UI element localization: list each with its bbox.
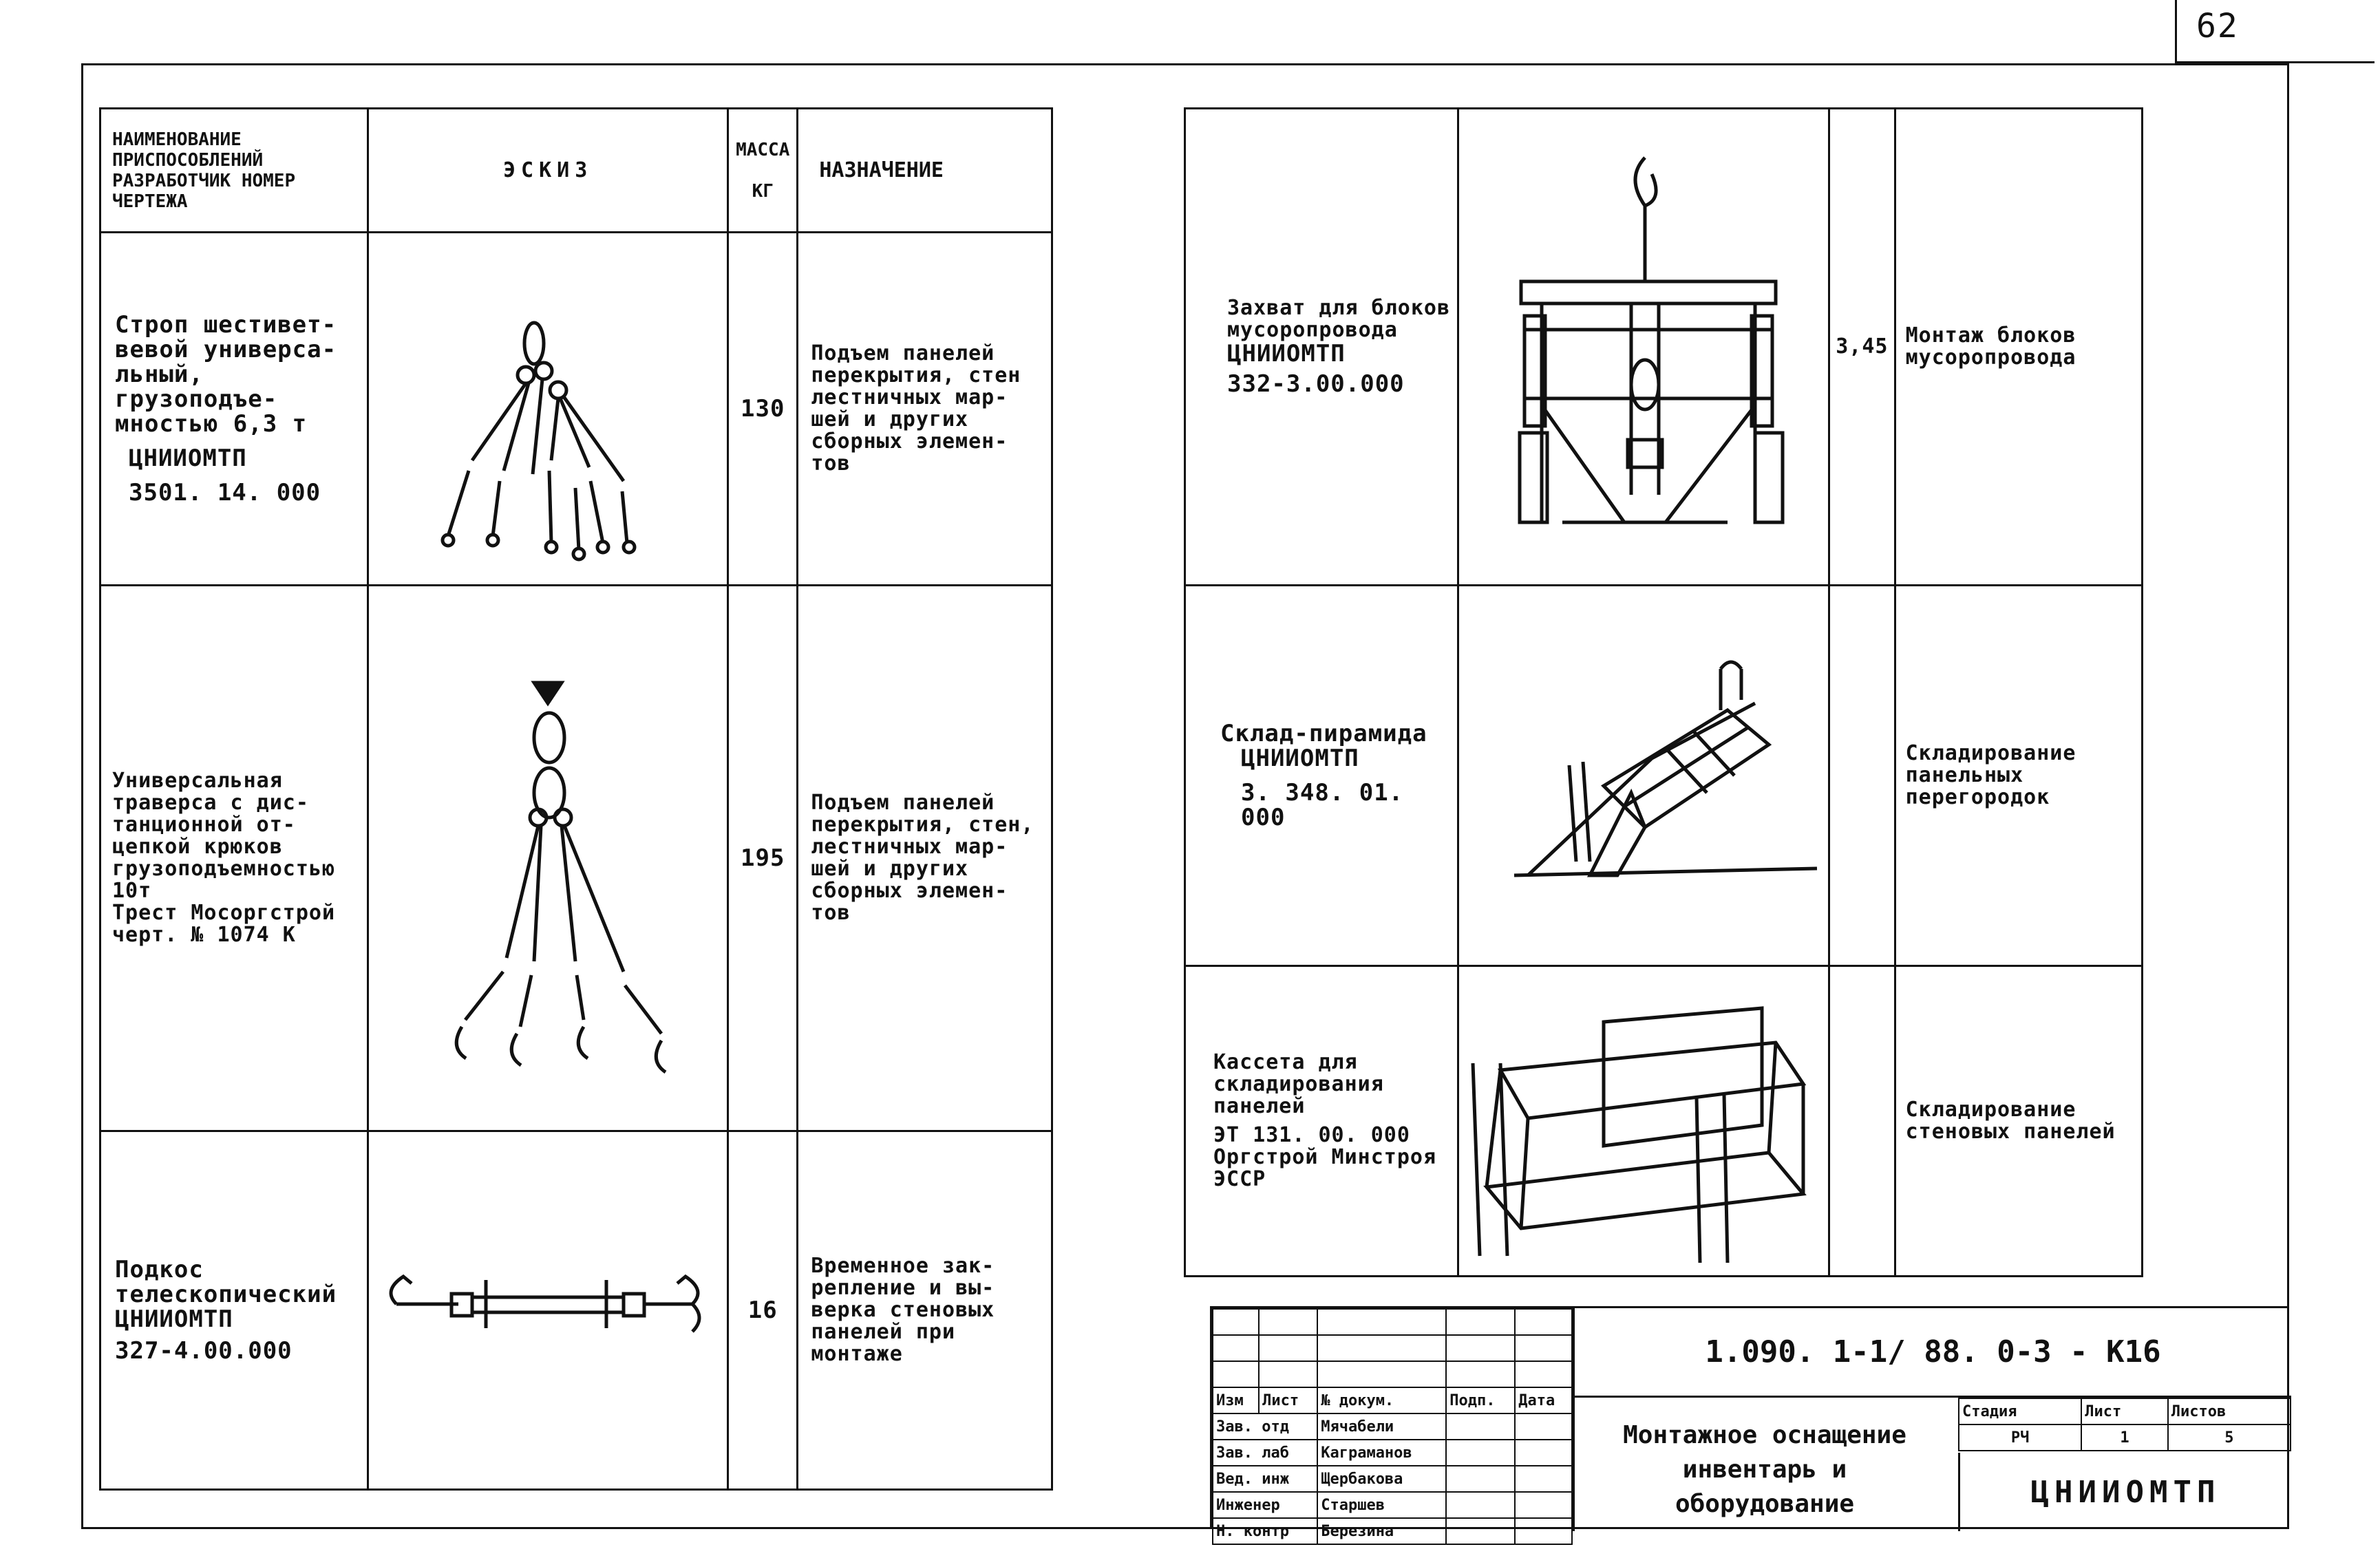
signer-row: Вед. инж Щербакова [1211, 1465, 1573, 1493]
item-org: ЦНИИОМТП [129, 445, 247, 472]
signature [1445, 1413, 1516, 1440]
item-code: 332-3.00.000 [1227, 370, 1405, 398]
item-name-cell: Строп шестивет-вевой универса-льный, гру… [98, 231, 370, 586]
page-number: 62 [2196, 7, 2239, 45]
table-row: Склад-пирамида ЦНИИОМТП 3. 348. 01. 000 [1183, 584, 2144, 967]
title-cell: Монтажное оснащение инвентарь и оборудов… [1573, 1398, 1958, 1531]
sketch-traverse [367, 584, 730, 1132]
purpose-cell: Складирование стеновых панелей [1893, 965, 2144, 1277]
doc-code-cell: 1.090. 1-1/ 88. 0-3 - К16 [1573, 1308, 2291, 1398]
table-row: Кассета для складирования панелей ЭТ 131… [1183, 965, 2144, 1277]
sketch-chute-grip [1457, 107, 1831, 586]
sheet-label: Лист [2081, 1398, 2169, 1425]
organization-cell: ЦНИИОМТП [1958, 1453, 2291, 1531]
table-row: Строп шестивет-вевой универса-льный, гру… [98, 231, 1053, 586]
stage-label: Стадия [1957, 1398, 2083, 1425]
sling-drawing [440, 321, 637, 562]
traverse-drawing [455, 681, 667, 1074]
cassette-drawing [1471, 1006, 1807, 1263]
header-sketch: ЭСКИЗ [367, 107, 730, 233]
mass-cell [1828, 584, 1896, 967]
mass-cell: 16 [727, 1130, 799, 1491]
item-name-cell: Склад-пирамида ЦНИИОМТП 3. 348. 01. 000 [1183, 584, 1460, 967]
signature-header-row: Изм Лист № докум. Подп. Дата [1211, 1387, 1573, 1414]
sketch-sling [367, 231, 730, 586]
doc-code: 1.090. 1-1/ 88. 0-3 - К16 [1705, 1334, 2161, 1369]
item-mass: 195 [741, 844, 785, 872]
sheets-value: 5 [2167, 1424, 2292, 1451]
signature [1445, 1491, 1516, 1519]
right-table: Захват для блоков мусоропровода ЦНИИОМТП… [1183, 107, 2144, 1277]
sketch-pyramid-rack [1457, 584, 1831, 967]
item-purpose: Временное зак-репление и вы-верка стенов… [811, 1254, 995, 1366]
sheet-value: 1 [2081, 1424, 2169, 1451]
item-name-cell: Захват для блоков мусоропровода ЦНИИОМТП… [1183, 107, 1460, 586]
item-name: Универсальная траверса с дис-танционной … [112, 769, 336, 903]
signature [1445, 1465, 1516, 1493]
page-number-box: 62 [2175, 0, 2374, 63]
mass-cell: 195 [727, 584, 799, 1132]
stage-grid: Стадия Лист Листов РЧ 1 5 [1957, 1398, 2292, 1451]
drawing-title: Монтажное оснащение инвентарь и оборудов… [1623, 1421, 1906, 1518]
mass-cell: 3,45 [1828, 107, 1896, 586]
brace-drawing [389, 1274, 701, 1333]
table-row: Подкос телескопический ЦНИИОМТП 327-4.00… [98, 1130, 1053, 1491]
purpose-cell: Подъем панелей перекрытия, стен лестничн… [796, 231, 1053, 586]
item-name: Захват для блоков мусоропровода [1227, 296, 1451, 342]
item-code: черт. № 1074 К [112, 923, 296, 947]
sheets-label: Листов [2167, 1398, 2292, 1425]
item-org: ЦНИИОМТП [1241, 745, 1359, 772]
item-org: ЦНИИОМТП [115, 1305, 233, 1333]
item-name-cell: Подкос телескопический ЦНИИОМТП 327-4.00… [98, 1130, 370, 1491]
title-block: Изм Лист № докум. Подп. Дата Зав. отд Мя… [1210, 1306, 2292, 1545]
item-purpose: Подъем панелей перекрытия, стен, лестнич… [811, 791, 1034, 925]
chute-grip-drawing [1518, 156, 1785, 524]
sketch-brace [367, 1130, 730, 1491]
item-name: Склад-пирамида [1220, 720, 1427, 747]
item-code: 3501. 14. 000 [129, 479, 321, 506]
mass-cell [1828, 965, 1896, 1277]
signer-row: Инженер Старшев [1211, 1491, 1573, 1519]
signature [1445, 1439, 1516, 1466]
item-org: Трест Мосоргстрой [112, 901, 336, 925]
signature-grid: Изм Лист № докум. Подп. Дата Зав. отд Мя… [1211, 1308, 1573, 1545]
table-row: Захват для блоков мусоропровода ЦНИИОМТП… [1183, 107, 2144, 586]
item-org: ЦНИИОМТП [1227, 340, 1346, 367]
item-mass: 3,45 [1836, 334, 1889, 359]
header-name: НАИМЕНОВАНИЕ ПРИСПОСОБЛЕНИЙ РАЗРАБОТЧИК … [98, 107, 370, 233]
item-name-cell: Универсальная траверса с дис-танционной … [98, 584, 370, 1132]
purpose-cell: Подъем панелей перекрытия, стен, лестнич… [796, 584, 1053, 1132]
header-purpose: НАЗНАЧЕНИЕ [796, 107, 1053, 233]
item-purpose: Монтаж блоков мусоропровода [1905, 323, 2076, 370]
signature [1445, 1517, 1516, 1545]
pyramid-rack-drawing [1514, 660, 1818, 877]
purpose-cell: Складирование панельных перегородок [1893, 584, 2144, 967]
item-mass: 16 [747, 1296, 778, 1324]
purpose-cell: Монтаж блоков мусоропровода [1893, 107, 2144, 586]
stage-value: РЧ [1957, 1424, 2083, 1451]
item-name: Кассета для складирования панелей [1213, 1050, 1384, 1118]
item-code: 327-4.00.000 [115, 1337, 293, 1365]
item-name-cell: Кассета для складирования панелей ЭТ 131… [1183, 965, 1460, 1277]
item-name: Подкос телескопический [115, 1256, 337, 1308]
item-mass: 130 [741, 395, 785, 423]
mass-cell: 130 [727, 231, 799, 586]
item-name: Строп шестивет-вевой универса-льный, гру… [115, 311, 337, 438]
item-purpose: Подъем панелей перекрытия, стен лестничн… [811, 341, 1021, 476]
sketch-cassette [1457, 965, 1831, 1277]
signer-row: Зав. лаб Каграманов [1211, 1439, 1573, 1466]
left-table: НАИМЕНОВАНИЕ ПРИСПОСОБЛЕНИЙ РАЗРАБОТЧИК … [98, 107, 1053, 1491]
item-org: Оргстрой Минстроя ЭССР [1213, 1145, 1437, 1191]
organization-name: ЦНИИОМТП [2030, 1474, 2221, 1510]
sheet-frame [81, 63, 2289, 1529]
purpose-cell: Временное зак-репление и вы-верка стенов… [796, 1130, 1053, 1491]
signer-row: Н. контр Березина [1211, 1517, 1573, 1545]
signer-row: Зав. отд Мячабели [1211, 1413, 1573, 1440]
item-purpose: Складирование панельных перегородок [1905, 741, 2076, 809]
table-row: Универсальная траверса с дис-танционной … [98, 584, 1053, 1132]
item-code: ЭТ 131. 00. 000 [1213, 1123, 1410, 1147]
item-purpose: Складирование стеновых панелей [1905, 1098, 2116, 1144]
item-code: 3. 348. 01. 000 [1241, 779, 1404, 831]
header-mass: МАССА КГ [727, 107, 799, 233]
